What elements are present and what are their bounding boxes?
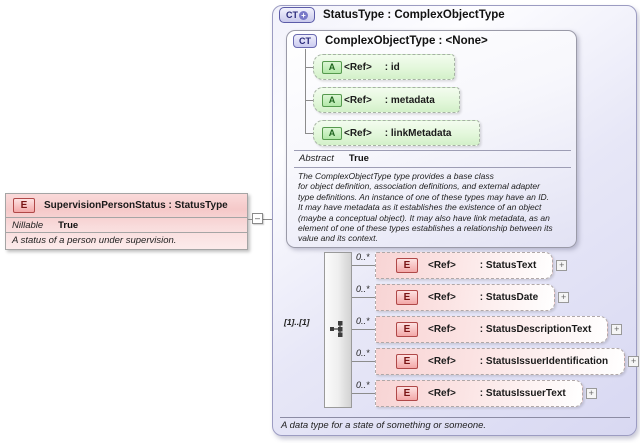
element-ref: <Ref> bbox=[428, 355, 456, 367]
element-row: 0..* E <Ref> : StatusIssuerIdentificatio… bbox=[352, 347, 640, 375]
connector-line bbox=[352, 296, 375, 298]
abstract-value: True bbox=[348, 153, 369, 164]
attribute-ref: <Ref> bbox=[344, 61, 372, 73]
connector-line bbox=[352, 360, 375, 362]
complex-type-icon: CT bbox=[293, 34, 317, 48]
element-name: : StatusText bbox=[479, 259, 537, 271]
ct-badge-label: CT bbox=[286, 10, 298, 20]
element-row: 0..* E <Ref> : StatusDate + bbox=[352, 283, 570, 311]
attribute-row: A <Ref> : metadata bbox=[305, 87, 460, 113]
attribute-row: A <Ref> : id bbox=[305, 54, 455, 80]
connector-line bbox=[305, 99, 313, 101]
occurs-label: 0..* bbox=[356, 316, 370, 326]
element-icon: E bbox=[396, 353, 418, 369]
base-type-header: CT ComplexObjectType : <None> bbox=[293, 34, 488, 48]
nillable-value: True bbox=[58, 219, 79, 231]
element-statusdate[interactable]: E <Ref> : StatusDate bbox=[375, 283, 556, 311]
root-element-title: SupervisionPersonStatus : StatusType bbox=[44, 200, 228, 211]
sequence-icon bbox=[330, 321, 343, 337]
attribute-ref: <Ref> bbox=[344, 94, 372, 106]
occurs-label: 0..* bbox=[356, 380, 370, 390]
element-statustext[interactable]: E <Ref> : StatusText bbox=[375, 251, 554, 279]
type-annotation: A data type for a state of something or … bbox=[281, 420, 487, 431]
element-statusissueridentification[interactable]: E <Ref> : StatusIssuerIdentification bbox=[375, 347, 626, 375]
expand-icon[interactable]: + bbox=[558, 291, 570, 303]
element-name: : StatusDescriptionText bbox=[479, 323, 592, 335]
element-statusdescriptiontext[interactable]: E <Ref> : StatusDescriptionText bbox=[375, 315, 609, 343]
element-name: : StatusIssuerText bbox=[479, 387, 566, 399]
plus-circle-icon: + bbox=[299, 10, 308, 20]
attribute-name: : linkMetadata bbox=[384, 127, 452, 139]
attribute-ref: <Ref> bbox=[344, 127, 372, 139]
expand-icon[interactable]: + bbox=[611, 323, 623, 335]
abstract-label: Abstract bbox=[299, 153, 334, 164]
divider bbox=[294, 167, 571, 168]
root-element-header: E SupervisionPersonStatus : StatusType bbox=[6, 194, 247, 218]
element-icon: E bbox=[13, 198, 35, 213]
attribute-id[interactable]: A <Ref> : id bbox=[313, 54, 455, 80]
collapse-toggle-icon[interactable]: – bbox=[252, 213, 263, 224]
attribute-icon: A bbox=[322, 60, 342, 74]
element-name: : StatusDate bbox=[479, 291, 539, 303]
element-row: 0..* E <Ref> : StatusDescriptionText + bbox=[352, 315, 623, 343]
nillable-row: Nillable True bbox=[6, 218, 247, 233]
element-ref: <Ref> bbox=[428, 291, 456, 303]
expand-icon[interactable]: + bbox=[585, 387, 597, 399]
sequence-compositor[interactable] bbox=[324, 252, 352, 408]
connector-line bbox=[352, 392, 375, 394]
element-statusissuertext[interactable]: E <Ref> : StatusIssuerText bbox=[375, 379, 583, 407]
expand-icon[interactable]: + bbox=[628, 355, 640, 367]
element-icon: E bbox=[396, 289, 418, 305]
element-ref: <Ref> bbox=[428, 323, 456, 335]
connector-line bbox=[305, 66, 313, 68]
nillable-label: Nillable bbox=[12, 219, 44, 231]
attribute-metadata[interactable]: A <Ref> : metadata bbox=[313, 87, 460, 113]
element-row: 0..* E <Ref> : StatusText + bbox=[352, 251, 568, 279]
expand-icon[interactable]: + bbox=[556, 259, 568, 271]
attribute-name: : id bbox=[384, 61, 400, 73]
connector-line bbox=[305, 132, 313, 134]
abstract-row: Abstract True bbox=[299, 153, 369, 164]
root-element-description: A status of a person under supervision. bbox=[12, 235, 177, 246]
complex-type-extension-icon: CT + bbox=[279, 7, 315, 23]
attribute-row: A <Ref> : linkMetadata bbox=[305, 120, 480, 146]
connector-line bbox=[352, 328, 375, 330]
type-title: StatusType : ComplexObjectType bbox=[323, 9, 505, 21]
element-icon: E bbox=[396, 321, 418, 337]
occurs-label: 0..* bbox=[356, 348, 370, 358]
divider bbox=[294, 150, 571, 151]
occurs-label: 0..* bbox=[356, 252, 370, 262]
element-row: 0..* E <Ref> : StatusIssuerText + bbox=[352, 379, 597, 407]
element-ref: <Ref> bbox=[428, 387, 456, 399]
attribute-icon: A bbox=[322, 126, 342, 140]
connector-line bbox=[352, 264, 375, 266]
cardinality-label: [1]..[1] bbox=[284, 317, 310, 327]
attribute-icon: A bbox=[322, 93, 342, 107]
element-ref: <Ref> bbox=[428, 259, 456, 271]
element-icon: E bbox=[396, 257, 418, 273]
type-header: CT + StatusType : ComplexObjectType bbox=[279, 7, 505, 23]
divider bbox=[280, 417, 630, 418]
occurs-label: 0..* bbox=[356, 284, 370, 294]
element-name: : StatusIssuerIdentification bbox=[479, 355, 609, 367]
element-icon: E bbox=[396, 385, 418, 401]
root-element-node[interactable]: E SupervisionPersonStatus : StatusType N… bbox=[5, 193, 248, 250]
attribute-tree-line bbox=[305, 49, 306, 133]
base-type-description: The ComplexObjectType type provides a ba… bbox=[298, 171, 553, 244]
base-type-title: ComplexObjectType : <None> bbox=[325, 35, 488, 47]
attribute-linkmetadata[interactable]: A <Ref> : linkMetadata bbox=[313, 120, 480, 146]
attribute-name: : metadata bbox=[384, 94, 435, 106]
